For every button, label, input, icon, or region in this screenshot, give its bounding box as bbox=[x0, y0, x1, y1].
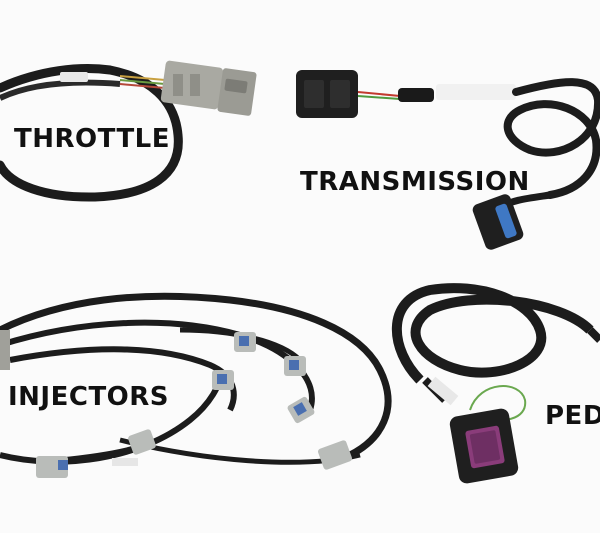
throttle-harness bbox=[0, 60, 257, 202]
pedal-connector bbox=[449, 408, 519, 484]
injector-plugs bbox=[36, 332, 353, 478]
pedal-harness bbox=[391, 283, 600, 484]
injectors-label: INJECTORS bbox=[8, 382, 170, 412]
transmission-label: TRANSMISSION bbox=[300, 167, 530, 197]
injector-harness bbox=[0, 292, 392, 478]
transmission-connector-right bbox=[472, 194, 524, 250]
throttle-label: THROTTLE bbox=[14, 124, 171, 154]
transmission-tag bbox=[436, 84, 516, 100]
transmission-harness bbox=[296, 70, 600, 250]
throttle-tag bbox=[60, 72, 88, 82]
transmission-connector-left bbox=[296, 70, 358, 118]
throttle-connector bbox=[160, 60, 257, 116]
pedal-label: PEDA bbox=[545, 401, 600, 431]
